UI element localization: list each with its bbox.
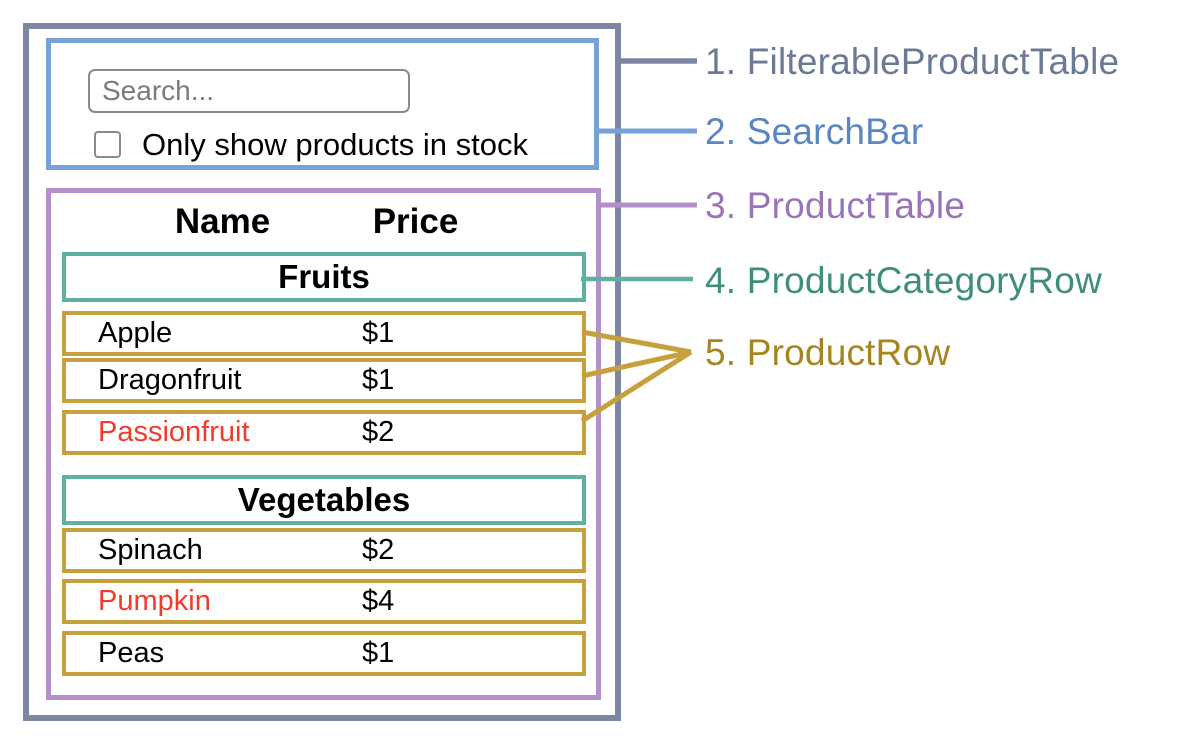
legend-filterable-product-table: 1. FilterableProductTable	[705, 41, 1120, 82]
product-table-box: Name Price Fruits Apple $1 Dragonfruit $…	[46, 188, 601, 700]
product-row-dragonfruit: Dragonfruit $1	[62, 358, 586, 403]
product-category-row-vegetables: Vegetables	[62, 475, 586, 525]
product-name: Spinach	[98, 534, 203, 566]
product-name: Pumpkin	[98, 585, 211, 617]
legend-search-bar: 2. SearchBar	[705, 111, 924, 152]
in-stock-checkbox[interactable]	[94, 131, 121, 158]
product-row-passionfruit: Passionfruit $2	[62, 410, 586, 455]
in-stock-checkbox-label: Only show products in stock	[142, 127, 528, 162]
product-row-pumpkin: Pumpkin $4	[62, 579, 586, 624]
product-name: Dragonfruit	[98, 364, 242, 396]
product-price: $1	[362, 317, 395, 349]
product-price: $4	[362, 585, 395, 617]
product-price: $1	[362, 637, 395, 669]
search-bar-box: Only show products in stock	[46, 38, 599, 170]
product-price: $2	[362, 534, 395, 566]
legend-product-category-row: 4. ProductCategoryRow	[705, 260, 1102, 301]
column-header-name: Name	[174, 202, 271, 241]
search-input[interactable]	[88, 69, 410, 113]
product-price: $1	[362, 364, 395, 396]
product-name: Apple	[98, 317, 173, 349]
product-name: Peas	[98, 637, 165, 669]
legend-product-table: 3. ProductTable	[705, 185, 966, 226]
product-price: $2	[362, 416, 395, 448]
product-row-spinach: Spinach $2	[62, 528, 586, 573]
product-category-row-fruits: Fruits	[62, 252, 586, 302]
legend-product-row: 5. ProductRow	[705, 332, 951, 373]
column-header-price: Price	[372, 202, 459, 241]
product-row-peas: Peas $1	[62, 631, 586, 676]
product-row-apple: Apple $1	[62, 311, 586, 356]
product-name: Passionfruit	[98, 416, 250, 448]
